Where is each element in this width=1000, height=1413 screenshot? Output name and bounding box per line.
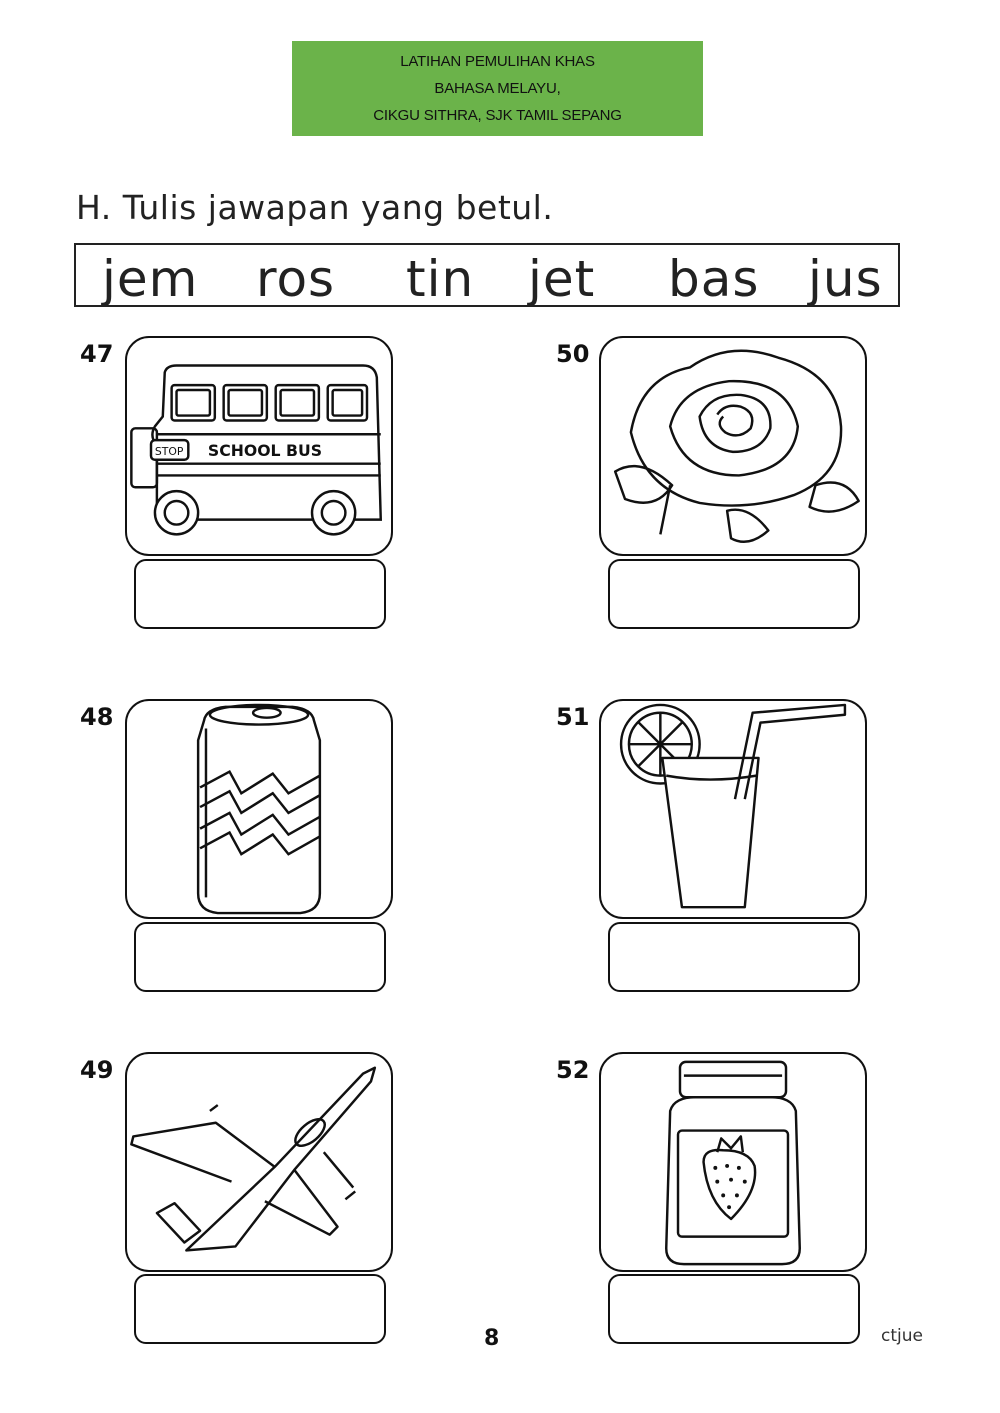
item-number: 50	[556, 340, 590, 368]
page-number: 8	[484, 1326, 500, 1351]
item-number: 51	[556, 703, 590, 731]
header-line-2: BAHASA MELAYU,	[434, 80, 561, 97]
school-bus-icon: STOP SCHOOL BUS	[130, 364, 383, 536]
stop-sign-label: STOP	[155, 445, 184, 458]
word-bank-item: jet	[528, 250, 596, 308]
rose-icon	[613, 349, 860, 544]
picture-card	[125, 699, 393, 919]
picture-card	[125, 1052, 393, 1272]
picture-card	[599, 336, 867, 556]
answer-box[interactable]	[134, 1274, 386, 1344]
answer-box[interactable]	[134, 559, 386, 629]
word-bank-item: jus	[808, 250, 883, 308]
item-number: 52	[556, 1056, 590, 1084]
word-bank-item: jem	[102, 250, 199, 308]
soda-can-icon	[196, 703, 322, 915]
jet-plane-icon	[130, 1066, 377, 1252]
word-bank: jem ros tin jet bas jus	[74, 243, 900, 308]
item-number: 49	[80, 1056, 114, 1084]
word-bank-item: tin	[406, 250, 475, 308]
word-bank-item: ros	[256, 250, 336, 308]
header-line-1: LATIHAN PEMULIHAN KHAS	[400, 53, 595, 70]
answer-box[interactable]	[608, 1274, 860, 1344]
item-number: 48	[80, 703, 114, 731]
picture-card	[599, 1052, 867, 1272]
juice-glass-icon	[619, 703, 847, 909]
credit-text: ctjue	[881, 1326, 923, 1346]
answer-box[interactable]	[134, 922, 386, 992]
item-number: 47	[80, 340, 114, 368]
instruction-text: H. Tulis jawapan yang betul.	[76, 188, 554, 227]
answer-box[interactable]	[608, 922, 860, 992]
bus-sign-label: SCHOOL BUS	[208, 441, 322, 460]
answer-box[interactable]	[608, 559, 860, 629]
picture-card: STOP SCHOOL BUS	[125, 336, 393, 556]
picture-card	[599, 699, 867, 919]
header-line-3: CIKGU SITHRA, SJK TAMIL SEPANG	[373, 107, 622, 124]
header-banner: LATIHAN PEMULIHAN KHAS BAHASA MELAYU, CI…	[292, 41, 703, 136]
word-bank-item: bas	[668, 250, 760, 308]
jam-jar-icon	[665, 1060, 801, 1266]
